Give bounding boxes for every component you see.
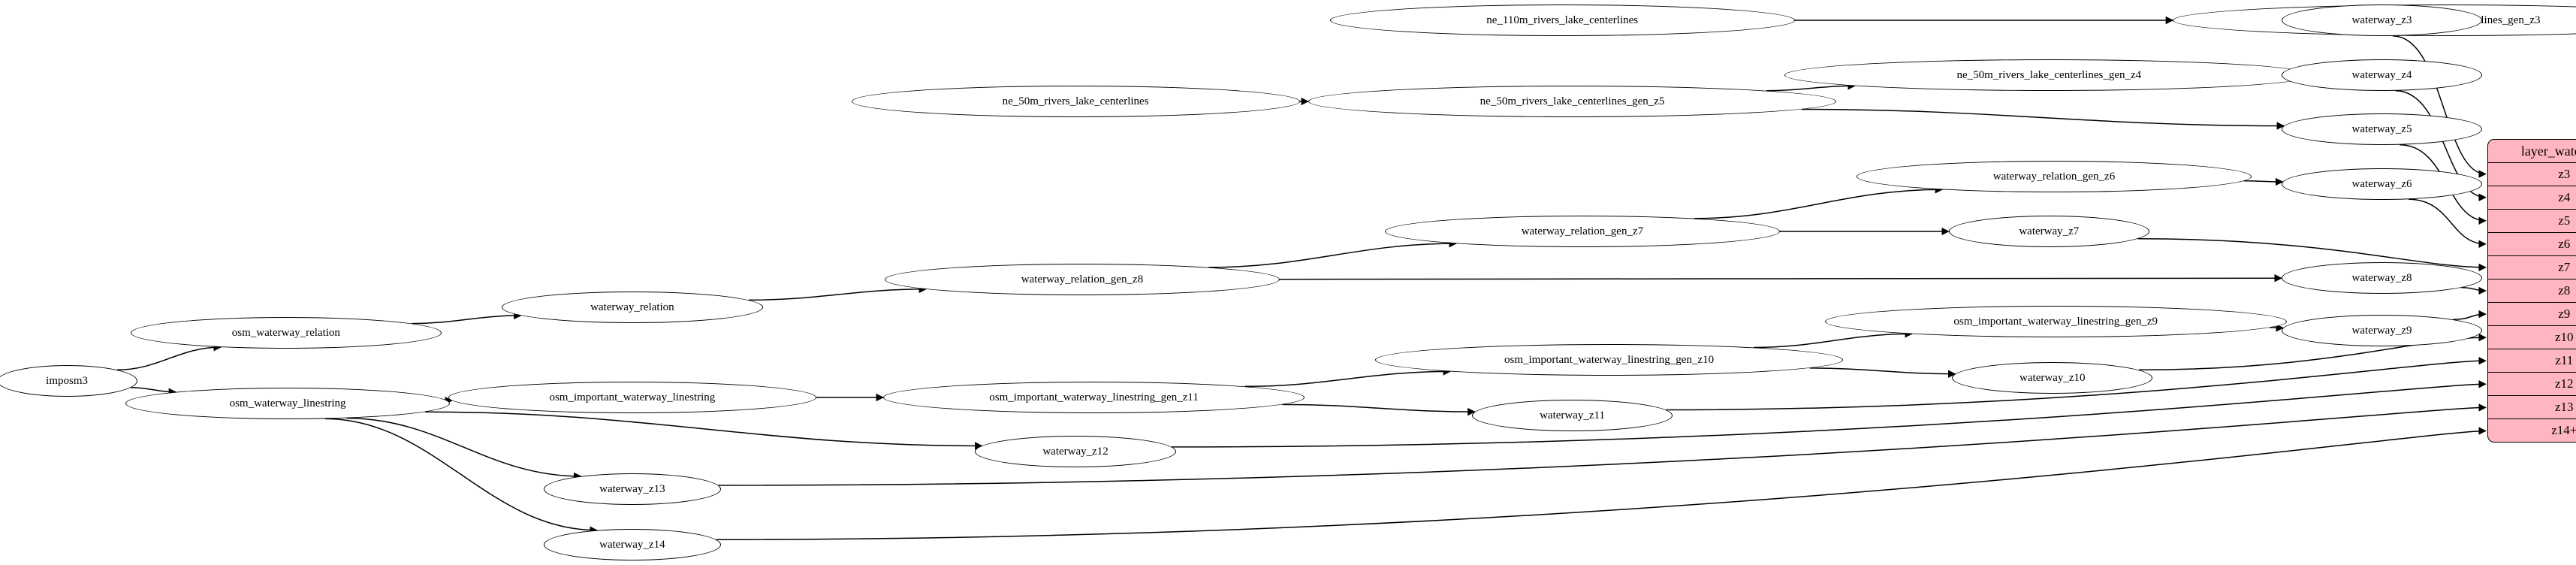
graph-node-ne-50m-rivers-lake-centerlines-gen-z4[interactable]: ne_50m_rivers_lake_centerlines_gen_z4: [1784, 59, 2314, 91]
edge-imposm3-to-osm-waterway-relation: [116, 343, 222, 371]
edge-osm-important-waterway-linestring-gen-z10-to-waterway-z10: [1809, 367, 1956, 378]
edge-imposm3-to-osm-waterway-linestring: [131, 386, 177, 397]
graph-node-waterway-z8[interactable]: waterway_z8: [2281, 262, 2483, 294]
edge-waterway-relation-gen-z7-to-waterway-relation-gen-z6: [1694, 186, 1944, 219]
graph-node-waterway-z11[interactable]: waterway_z11: [1471, 400, 1673, 431]
record-row-z7[interactable]: z7: [2487, 256, 2576, 279]
edge-waterway-z3-to-layer-waterway-z3: [2392, 35, 2487, 178]
graph-node-waterway-relation[interactable]: waterway_relation: [502, 292, 763, 323]
node-label: waterway_relation_gen_z8: [1021, 273, 1144, 286]
graph-node-osm-important-waterway-linestring[interactable]: osm_important_waterway_linestring: [448, 382, 816, 413]
node-label: ne_50m_rivers_lake_centerlines: [1002, 95, 1149, 107]
graph-node-osm-important-waterway-linestring-gen-z11[interactable]: osm_important_waterway_linestring_gen_z1…: [882, 382, 1305, 413]
graph-node-waterway-z6[interactable]: waterway_z6: [2281, 168, 2483, 200]
graph-node-waterway-z5[interactable]: waterway_z5: [2281, 113, 2483, 145]
node-label: osm_important_waterway_linestring_gen_z1…: [989, 391, 1199, 403]
node-label: waterway_z10: [2019, 371, 2086, 384]
edge-waterway-z9-to-layer-waterway-z9: [2453, 310, 2487, 320]
graph-node-ne-50m-rivers-lake-centerlines-gen-z5[interactable]: ne_50m_rivers_lake_centerlines_gen_z5: [1308, 86, 1837, 117]
graph-node-waterway-relation-gen-z8[interactable]: waterway_relation_gen_z8: [885, 264, 1280, 295]
edge-waterway-z12-to-layer-waterway-z12: [1171, 380, 2487, 448]
node-label: waterway_z13: [599, 482, 665, 495]
edge-waterway-z8-to-layer-waterway-z8: [2461, 286, 2487, 295]
node-label: waterway_relation: [590, 301, 674, 313]
edge-group: [116, 16, 2487, 540]
record-row-z4[interactable]: z4: [2487, 186, 2576, 210]
node-label: waterway_z4: [2351, 68, 2412, 81]
edge-waterway-relation-gen-z8-to-waterway-z8: [1279, 273, 2282, 282]
edge-ne-50m-rivers-lake-centerlines-gen-z5-to-ne-50m-rivers-lake-centerlines-gen-z4: [1766, 82, 1856, 92]
edge-osm-waterway-linestring-to-waterway-z14: [324, 418, 598, 534]
edge-ne-50m-rivers-lake-centerlines-gen-z5-to-waterway-z5: [1801, 108, 2285, 130]
edge-waterway-relation-to-waterway-relation-gen-z8: [748, 285, 928, 301]
graph-node-waterway-z7[interactable]: waterway_z7: [1948, 216, 2149, 247]
edge-waterway-z6-to-layer-waterway-z6: [2409, 198, 2487, 249]
node-label: ne_50m_rivers_lake_centerlines_gen_z4: [1956, 68, 2142, 81]
graph-node-ne-110m-rivers-lake-centerlines[interactable]: ne_110m_rivers_lake_centerlines: [1329, 5, 1795, 36]
graph-node-waterway-z12[interactable]: waterway_z12: [975, 436, 1176, 467]
node-label: osm_waterway_relation: [231, 326, 340, 339]
edge-waterway-z7-to-layer-waterway-z7: [2137, 237, 2487, 272]
node-label: waterway_relation_gen_z6: [1992, 170, 2116, 183]
node-label: ne_50m_rivers_lake_centerlines_gen_z5: [1480, 95, 1665, 107]
record-row-z9[interactable]: z9: [2487, 303, 2576, 326]
graph-node-imposm3[interactable]: imposm3: [0, 365, 137, 397]
node-label: waterway_relation_gen_z7: [1521, 225, 1644, 237]
record-node-layer-waterway[interactable]: layer_waterwayz3z4z5z6z7z8z9z10z11z12z13…: [2487, 139, 2576, 443]
graph-node-waterway-relation-gen-z6[interactable]: waterway_relation_gen_z6: [1857, 161, 2252, 192]
record-row-z6[interactable]: z6: [2487, 233, 2576, 256]
node-label: waterway_z14: [599, 538, 665, 551]
record-row-z3[interactable]: z3: [2487, 163, 2576, 186]
edge-waterway-relation-gen-z6-to-waterway-z6: [2243, 177, 2284, 186]
record-row-z5[interactable]: z5: [2487, 210, 2576, 233]
edge-osm-waterway-relation-to-waterway-relation: [412, 311, 522, 325]
graph-node-waterway-z4[interactable]: waterway_z4: [2281, 59, 2483, 91]
graph-node-osm-important-waterway-linestring-gen-z9[interactable]: osm_important_waterway_linestring_gen_z9: [1824, 306, 2287, 337]
graph-node-waterway-z9[interactable]: waterway_z9: [2281, 315, 2483, 346]
graph-node-osm-waterway-relation[interactable]: osm_waterway_relation: [130, 317, 442, 349]
node-label: waterway_z12: [1042, 445, 1109, 458]
node-label: waterway_z5: [2351, 122, 2412, 135]
graph-node-waterway-z10[interactable]: waterway_z10: [1952, 362, 2153, 394]
node-label: waterway_z8: [2351, 271, 2412, 284]
graph-node-waterway-z14[interactable]: waterway_z14: [543, 529, 721, 560]
graph-node-osm-waterway-linestring[interactable]: osm_waterway_linestring: [125, 388, 451, 419]
node-label: imposm3: [46, 374, 88, 387]
graph-node-waterway-relation-gen-z7[interactable]: waterway_relation_gen_z7: [1385, 216, 1780, 247]
node-label: osm_important_waterway_linestring: [549, 391, 716, 403]
node-label: osm_important_waterway_linestring_gen_z9: [1953, 315, 2158, 328]
node-label: waterway_z6: [2351, 177, 2412, 190]
edge-osm-important-waterway-linestring-gen-z11-to-waterway-z11: [1282, 403, 1476, 416]
edge-osm-important-waterway-linestring-gen-z10-to-osm-important-waterway-linestring-gen-z9: [1754, 330, 1913, 349]
record-row-z14+[interactable]: z14+: [2551, 423, 2576, 437]
edge-osm-waterway-linestring-to-waterway-z13: [346, 417, 582, 481]
node-label: waterway_z7: [2019, 225, 2080, 237]
record-row-z10[interactable]: z10: [2487, 326, 2576, 349]
record-title: layer_waterway: [2487, 140, 2576, 163]
record-row-z11[interactable]: z11: [2487, 349, 2576, 373]
node-label: osm_waterway_linestring: [229, 397, 346, 409]
node-label: osm_important_waterway_linestring_gen_z1…: [1504, 353, 1715, 366]
graph-node-waterway-z13[interactable]: waterway_z13: [543, 473, 721, 505]
graph-node-waterway-z3[interactable]: waterway_z3: [2281, 5, 2483, 36]
node-label: waterway_z9: [2351, 324, 2412, 337]
graph-node-osm-important-waterway-linestring-gen-z10[interactable]: osm_important_waterway_linestring_gen_z1…: [1374, 344, 1844, 376]
edge-waterway-relation-gen-z8-to-waterway-relation-gen-z7: [1208, 239, 1457, 268]
record-row-z8[interactable]: z8: [2487, 279, 2576, 303]
node-label: waterway_z11: [1540, 409, 1605, 421]
edge-osm-important-waterway-linestring-gen-z11-to-osm-important-waterway-linestring-gen-z10: [1244, 367, 1452, 388]
node-label: ne_110m_rivers_lake_centerlines: [1486, 14, 1639, 26]
record-row-z12[interactable]: z12: [2487, 373, 2576, 396]
edge-osm-waterway-linestring-to-waterway-z12: [425, 411, 983, 450]
graph-node-ne-50m-rivers-lake-centerlines[interactable]: ne_50m_rivers_lake_centerlines: [851, 86, 1300, 117]
node-label: waterway_z3: [2351, 14, 2412, 26]
record-row-z13[interactable]: z13: [2487, 396, 2576, 419]
